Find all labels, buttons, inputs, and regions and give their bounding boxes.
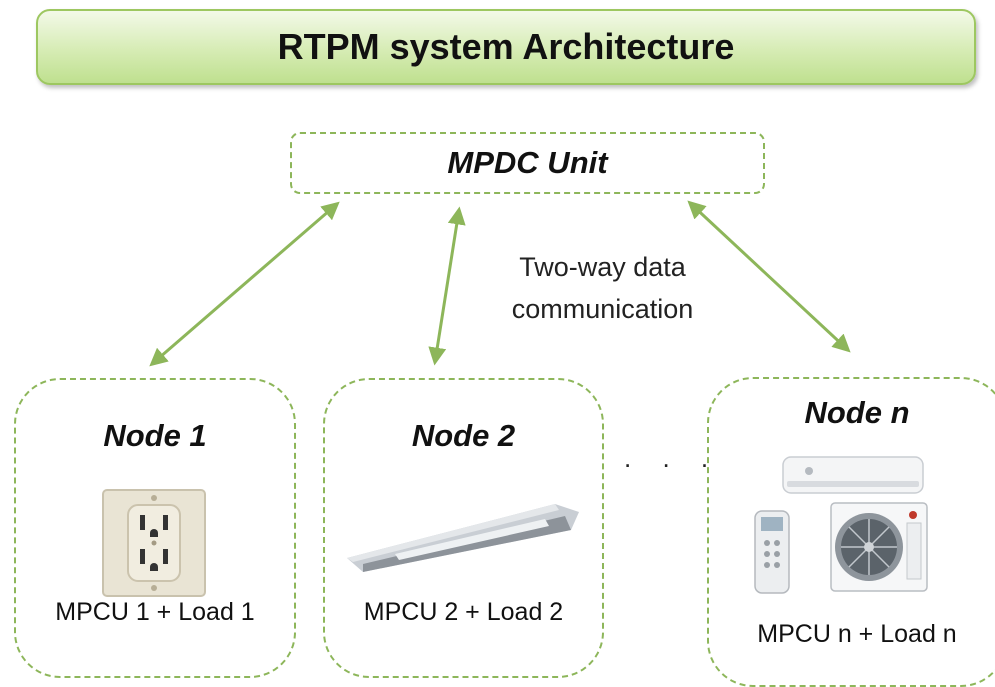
node-1-title: Node 1: [103, 418, 207, 453]
node-2-caption: MPCU 2 + Load 2: [363, 598, 564, 626]
communication-label-line1: Two-way data: [519, 252, 686, 282]
wall-outlet-icon: [102, 489, 206, 597]
connection-arrows: [149, 200, 851, 367]
ceiling-light-fixture-icon: [347, 504, 579, 572]
arrow-node2: [428, 206, 466, 366]
node-n-caption: MPCU n + Load n: [757, 620, 957, 648]
arrow-node1: [149, 201, 340, 367]
air-conditioner-icon: [754, 456, 928, 594]
ellipsis: . . .: [624, 443, 721, 473]
title-banner: RTPM system Architecture: [36, 9, 976, 85]
mpdc-unit-box: MPDC Unit: [290, 132, 765, 194]
node-2-title: Node 2: [411, 418, 516, 453]
node-2-box: Node 2 MPCU 2 + Load 2: [323, 378, 604, 678]
communication-label-line2: communication: [511, 294, 694, 324]
node-n-title: Node n: [804, 395, 910, 430]
node-1-box: Node 1 MPCU 1 + Load 1: [14, 378, 296, 678]
communication-label: Two-way data communication: [470, 246, 735, 330]
node-1-caption: MPCU 1 + Load 1: [55, 598, 255, 626]
diagram-title: RTPM system Architecture: [277, 26, 735, 67]
mpdc-unit-label: MPDC Unit: [447, 145, 608, 180]
arrow-node-n: [687, 200, 851, 353]
node-n-box: Node n MPCU n + Load n: [707, 377, 995, 687]
